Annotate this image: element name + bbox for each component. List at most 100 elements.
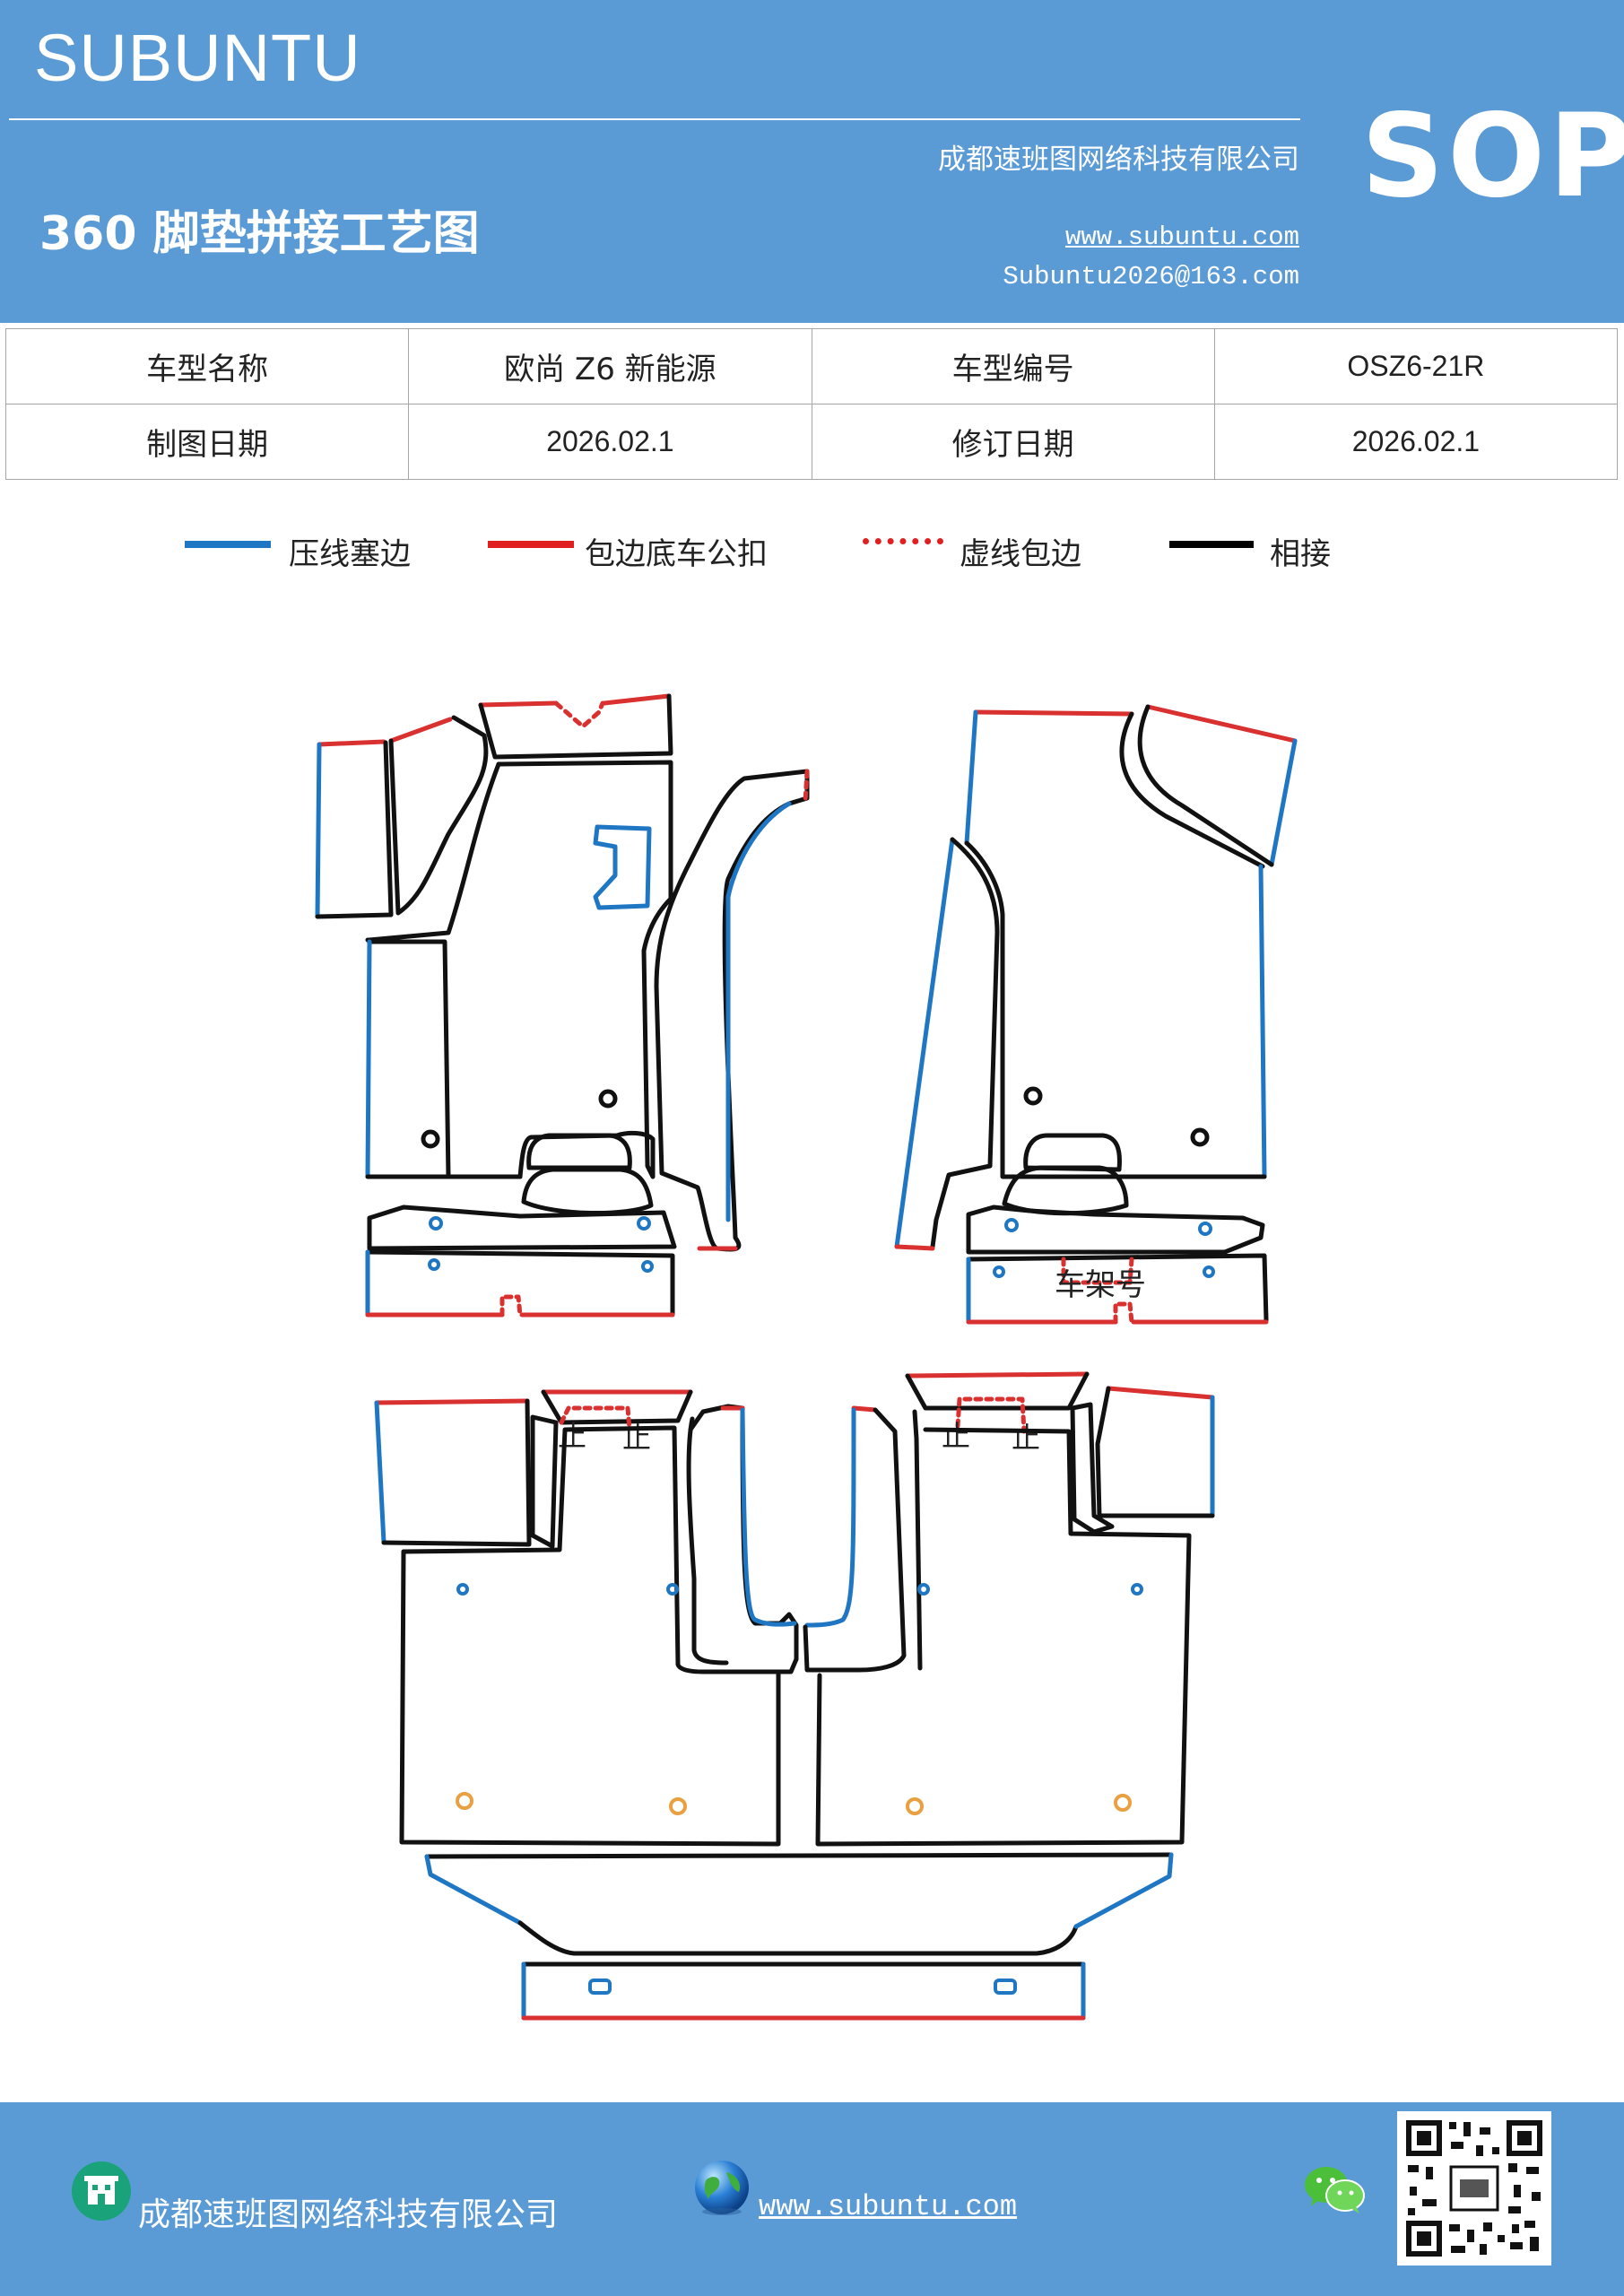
mat-edge-black: [541, 1389, 693, 1425]
clip-dot-orange: [456, 1792, 473, 1810]
clip-dot-orange: [1114, 1794, 1132, 1812]
clip-slot: [588, 1979, 612, 1995]
frame-number-label: 车架号: [1055, 1267, 1146, 1303]
mat-edge-red: [1145, 704, 1298, 744]
mat-edge-black: [367, 1205, 677, 1251]
globe-icon: [695, 2161, 749, 2215]
model-name-label: 车型名称: [4, 328, 410, 404]
legend-label: 虚线包边: [960, 536, 1081, 572]
front-right-mats: 车架号: [894, 704, 1298, 1325]
revise-date-value: 2026.02.1: [1213, 404, 1619, 480]
clip-dot-orange: [669, 1797, 687, 1815]
model-code-label: 车型编号: [811, 328, 1215, 404]
mat-edge-blue: [740, 1407, 797, 1627]
mat-edge-red: [1106, 1386, 1215, 1400]
header-email[interactable]: Subuntu2026@163.com: [1003, 262, 1299, 291]
mat-edge-black: [1119, 711, 1265, 869]
mat-edge-blue: [424, 1854, 523, 1926]
mat-edge-blue: [365, 939, 372, 1179]
header-website-link[interactable]: www.subuntu.com: [1064, 222, 1299, 252]
model-name-value: 欧尚 Z6 新能源: [408, 328, 812, 404]
table-row: 制图日期 2026.02.1 修订日期 2026.02.1: [4, 404, 1619, 480]
building-icon: [72, 2161, 131, 2221]
mat-edge-black: [388, 715, 489, 916]
mat-edge-red-dotted: [803, 769, 810, 804]
mat-edge-red: [851, 1405, 878, 1413]
mat-edge-blue: [725, 801, 792, 1222]
header-divider: [9, 118, 1300, 120]
clip-dot: [637, 1216, 651, 1231]
mat-edge-black: [399, 1549, 781, 1847]
legend-label: 包边底车公扣: [585, 536, 768, 572]
draw-date-value: 2026.02.1: [408, 404, 812, 480]
clip-dot: [456, 1583, 469, 1596]
legend-swatch-black: [1169, 541, 1254, 548]
mat-edge-black: [654, 769, 810, 1251]
clip-hole: [1023, 1086, 1043, 1106]
mat-edge-blue: [374, 1400, 386, 1545]
mat-edge-red: [374, 1398, 530, 1405]
legend-label: 压线塞边: [289, 536, 411, 572]
mat-edge-black: [1070, 1402, 1115, 1535]
heel-pad: [526, 1133, 632, 1170]
clip-dot: [429, 1216, 443, 1231]
mat-edge-black: [367, 761, 501, 943]
legend-label: 相接: [1270, 536, 1331, 572]
stop-mark: 止: [942, 1419, 970, 1453]
mat-edge-blue: [1258, 864, 1267, 1179]
mat-edge-black: [912, 1409, 923, 1671]
mat-edge-black: [803, 1407, 907, 1673]
mat-edge-black: [815, 1427, 1192, 1847]
mat-edge-red-dotted: [553, 700, 605, 729]
mat-edge-red: [602, 693, 672, 706]
rear-mats: 止 止 止 止: [374, 1371, 1215, 2021]
mat-edge-red: [894, 1244, 935, 1251]
clip-hole: [598, 1089, 618, 1109]
clip-dot: [666, 1583, 679, 1596]
mat-edge-blue: [894, 837, 955, 1249]
mat-edge-black: [381, 1398, 532, 1547]
sop-badge: SOP: [1361, 90, 1624, 223]
mat-edge-black: [530, 1414, 559, 1549]
clip-dot: [917, 1583, 930, 1596]
qr-code[interactable]: [1397, 2111, 1551, 2266]
legend-swatch-blue: [185, 541, 271, 548]
mat-edge-red-dotted: [499, 1294, 523, 1318]
mat-edge-black: [424, 1852, 1174, 1859]
clip-hole: [421, 1129, 440, 1149]
clip-slot: [994, 1979, 1017, 1995]
table-row: 车型名称 欧尚 Z6 新能源 车型编号 OSZ6-21R: [4, 328, 1619, 404]
mat-edge-blue: [804, 1407, 856, 1628]
mat-edge-black: [401, 1404, 799, 1674]
mat-edge-red-dotted: [559, 1405, 632, 1432]
mat-edge-red-dotted: [1113, 1301, 1134, 1325]
mat-edge-black: [966, 1253, 1269, 1323]
clip-hole: [1190, 1127, 1210, 1147]
revise-date-label: 修订日期: [811, 404, 1215, 480]
mat-edge-black: [517, 1920, 1079, 1956]
mat-edge-blue: [1269, 738, 1298, 867]
clip-dot: [1004, 1218, 1019, 1232]
floor-mat-diagram: 车架号 止 止 止 止: [315, 693, 1298, 2021]
wechat-icon[interactable]: [1302, 2163, 1367, 2217]
mat-edge-red: [388, 717, 453, 744]
header-company: 成都速班图网络科技有限公司: [938, 144, 1299, 176]
mat-edge-black: [1095, 1386, 1215, 1518]
clip-dot: [641, 1260, 654, 1273]
clip-dot: [1198, 1222, 1212, 1236]
mat-edge-red: [905, 1371, 1090, 1378]
mat-edge-blue: [1073, 1852, 1174, 1929]
footer-website-link[interactable]: www.subuntu.com: [759, 2190, 1018, 2223]
front-left-mats: [315, 693, 810, 1318]
model-code-value: OSZ6-21R: [1213, 328, 1619, 404]
stop-mark: 止: [1012, 1421, 1040, 1455]
mat-edge-blue: [315, 742, 322, 919]
legend-swatch-red-dotted: [863, 538, 943, 544]
mat-edge-red-dotted: [1061, 1257, 1134, 1285]
mat-edge-red: [478, 700, 559, 708]
mat-edge-black: [905, 1371, 1090, 1411]
clip-dot: [1203, 1265, 1215, 1278]
mat-edge-red-dotted: [955, 1396, 1027, 1434]
mat-edge-black: [964, 840, 1267, 1179]
clip-dot-orange: [906, 1797, 924, 1815]
